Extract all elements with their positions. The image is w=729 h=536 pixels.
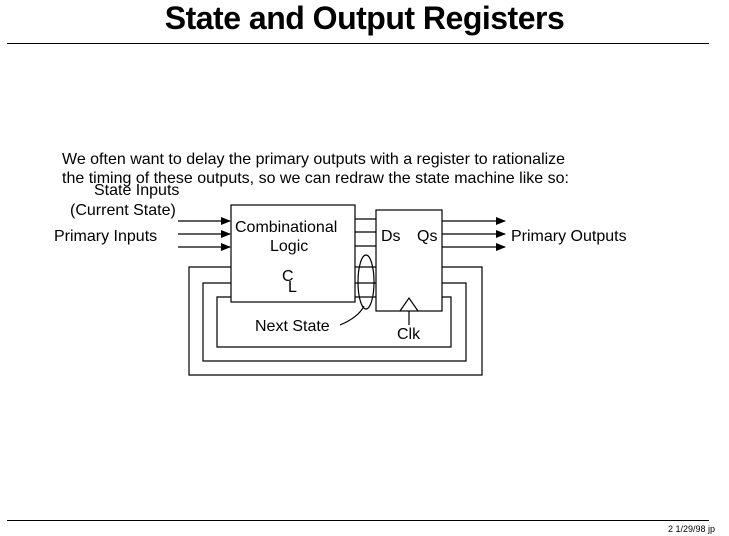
intro-line-2: the timing of these outputs, so we can r… xyxy=(62,170,569,187)
cl-letter-c: C xyxy=(282,268,294,285)
comb-logic-text-1: Combinational xyxy=(235,219,337,236)
title-divider xyxy=(7,43,709,44)
input-arrows xyxy=(178,217,231,251)
register-q-label: Qs xyxy=(417,228,437,245)
state-register-block xyxy=(375,209,443,312)
combinational-logic-block xyxy=(230,204,356,303)
clock-triangle xyxy=(399,296,419,312)
primary-inputs-label: Primary Inputs xyxy=(54,228,157,245)
intro-paragraph: We often want to delay the primary outpu… xyxy=(62,150,569,188)
next-state-leader xyxy=(339,305,365,326)
footer-note: 2 1/29/98 jp xyxy=(667,524,715,534)
register-d-label: Ds xyxy=(381,228,401,245)
clk-label: Clk xyxy=(397,326,421,343)
next-state-bundle-ellipse xyxy=(357,254,375,310)
slide-title: State and Output Registers xyxy=(164,0,565,36)
intro-line-1: We often want to delay the primary outpu… xyxy=(62,151,566,168)
current-state-label: (Current State) xyxy=(70,202,176,219)
comb-logic-text-2: Logic xyxy=(270,238,308,255)
next-state-label: Next State xyxy=(255,318,330,335)
state-feedback-loops xyxy=(188,266,483,376)
footer-divider xyxy=(7,520,709,521)
cl-letter-l: L xyxy=(288,279,297,296)
state-inputs-label: State Inputs xyxy=(94,182,179,199)
primary-outputs-label: Primary Outputs xyxy=(511,228,627,245)
output-arrows xyxy=(442,217,506,251)
